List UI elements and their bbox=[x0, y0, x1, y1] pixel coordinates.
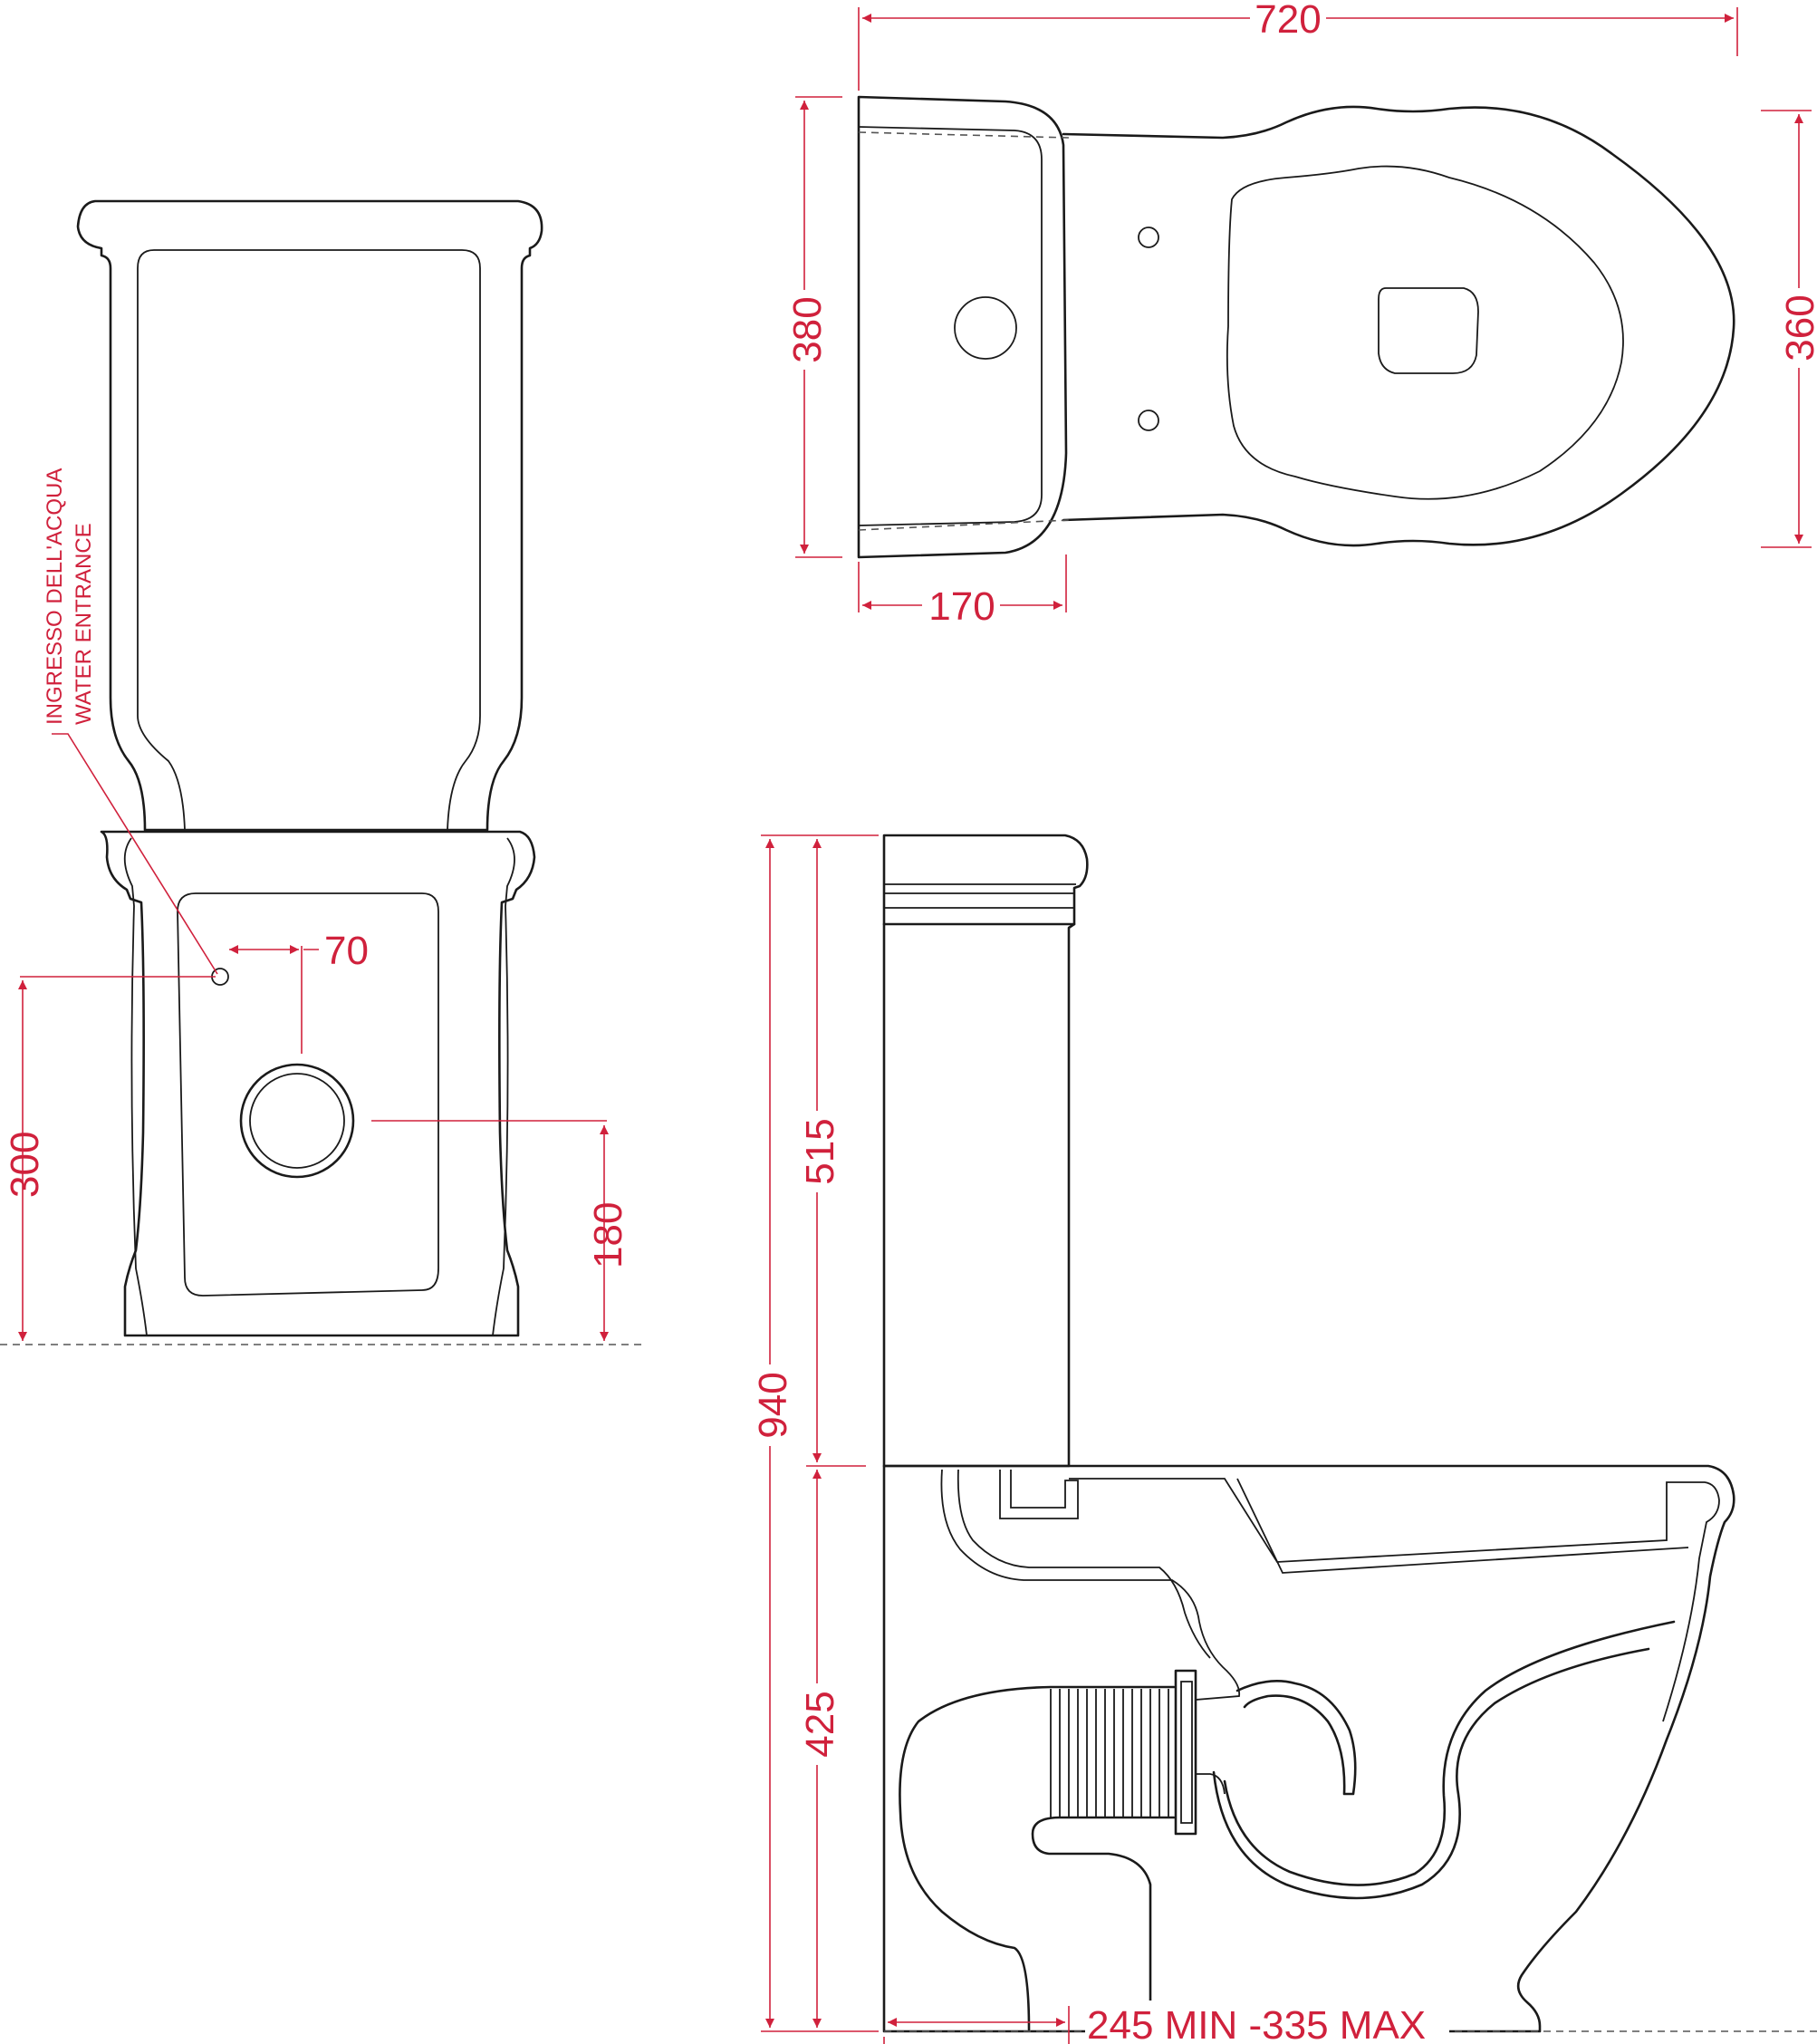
dim-245-label: 245 MIN -335 MAX bbox=[1087, 2003, 1426, 2044]
side-outlet-flange bbox=[1174, 1669, 1197, 1836]
dim-170-label-bg bbox=[922, 587, 1000, 623]
side-trapway-inner bbox=[1223, 1620, 1676, 1886]
front-tank-outline bbox=[76, 199, 543, 832]
dim-425-label: 425 bbox=[798, 1691, 842, 1757]
front-outlet-outer bbox=[239, 1063, 355, 1179]
dim-720-label: 720 bbox=[1255, 0, 1321, 42]
side-tank-valve bbox=[999, 1470, 1079, 1519]
top-seat-hole-upper bbox=[1138, 227, 1159, 248]
dim-425-label-bg bbox=[803, 1683, 839, 1765]
side-siphon-left bbox=[940, 1469, 1241, 1701]
dim-515-label-bg bbox=[803, 1111, 839, 1192]
dim-380-label-bg bbox=[790, 290, 826, 370]
dim-180-label: 180 bbox=[586, 1202, 630, 1268]
side-view: 940 515 425 245 MIN -335 MAX bbox=[751, 834, 1817, 2044]
side-trapway-bowl bbox=[1212, 1647, 1650, 1900]
front-bowl-outline bbox=[100, 830, 536, 1337]
top-view: 720 380 360 170 bbox=[785, 0, 1817, 629]
dim-170-label: 170 bbox=[928, 584, 995, 629]
dim-380-label: 380 bbox=[785, 296, 830, 362]
water-entrance-label-en: WATER ENTRANCE bbox=[72, 523, 96, 725]
top-tank-inner bbox=[858, 126, 1043, 526]
dim-720-label-bg bbox=[1250, 0, 1326, 34]
dim-360-label-bg bbox=[1781, 288, 1817, 368]
side-outlet-pipe-lower bbox=[1031, 1816, 1176, 2031]
top-flush-button bbox=[954, 296, 1017, 360]
side-bowl-outline bbox=[882, 1464, 1735, 2033]
side-outlet-pipe bbox=[899, 1685, 1176, 2031]
dim-360-label: 360 bbox=[1778, 294, 1817, 361]
front-bowl-ridge-right bbox=[492, 837, 515, 1336]
side-outlet-ribs bbox=[1050, 1689, 1169, 1817]
side-trapway-outer bbox=[1235, 1680, 1357, 1796]
dim-70-label: 70 bbox=[324, 929, 369, 973]
front-view: INGRESSO DELL'ACQUA WATER ENTRANCE 70 30… bbox=[0, 199, 643, 1345]
side-rim-inner bbox=[1236, 1478, 1689, 1574]
water-entrance-label-it: INGRESSO DELL'ACQUA bbox=[43, 468, 67, 725]
side-outlet-connector bbox=[1196, 1773, 1226, 1795]
side-rim-channel bbox=[1069, 1478, 1720, 1722]
side-siphon-left-inner bbox=[957, 1469, 1211, 1659]
dim-515-label: 515 bbox=[798, 1118, 842, 1184]
top-bowl-inner bbox=[1226, 165, 1624, 500]
dim-300-label: 300 bbox=[3, 1132, 47, 1198]
top-seat-hole-lower bbox=[1138, 410, 1159, 431]
top-tank-dash-bottom bbox=[858, 519, 1070, 531]
top-outline bbox=[857, 95, 1068, 559]
front-bowl-ridge bbox=[123, 837, 148, 1336]
front-bowl-inner-panel bbox=[177, 892, 439, 1297]
water-entrance-leader bbox=[52, 733, 218, 975]
top-drain-outline bbox=[1378, 287, 1479, 374]
front-tank-inner-panel bbox=[137, 249, 481, 831]
dim-245-label-bg bbox=[1085, 2001, 1449, 2044]
dim-940-label-bg bbox=[755, 1364, 792, 1446]
front-outlet-inner bbox=[249, 1073, 345, 1169]
side-outlet-flange-inner bbox=[1180, 1681, 1193, 1824]
side-tank-outline bbox=[882, 834, 1089, 1468]
dim-940-label: 940 bbox=[751, 1372, 795, 1438]
top-tank-dash-top bbox=[858, 131, 1070, 139]
top-bowl-outline bbox=[1062, 105, 1735, 547]
